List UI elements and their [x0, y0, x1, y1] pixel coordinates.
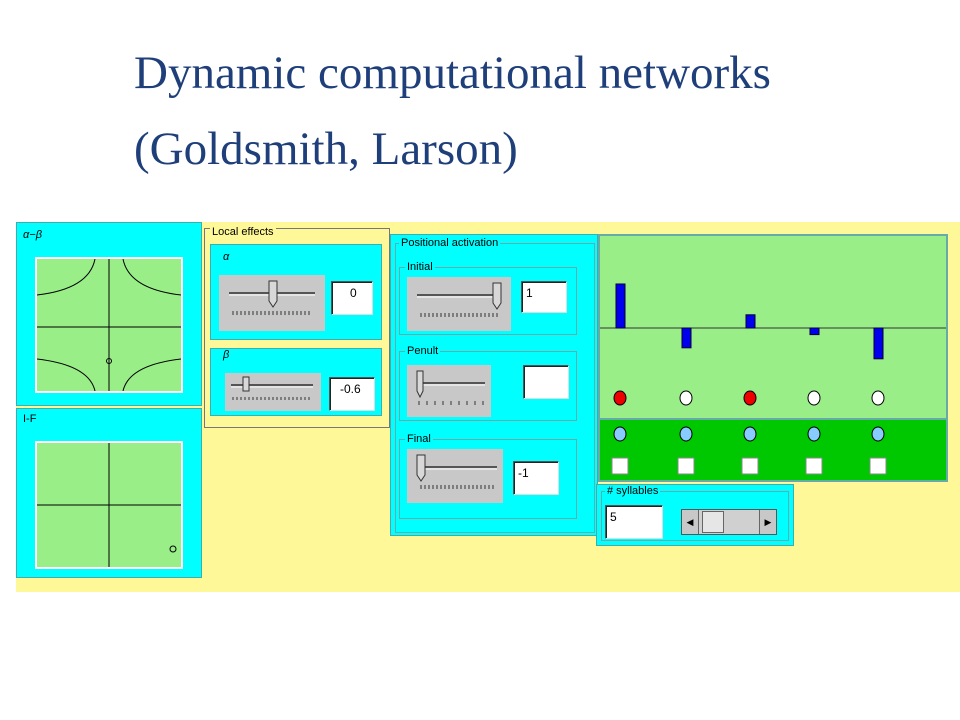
input-output-svg: [611, 426, 887, 475]
if-label: I-F: [21, 413, 39, 426]
penult-label: Penult: [405, 345, 441, 358]
syllable-node-4: [807, 390, 821, 406]
if-panel: I-F: [16, 408, 202, 578]
local-effects-group: [204, 228, 390, 428]
penult-value-field[interactable]: [523, 365, 569, 399]
syllable-node-5: [871, 390, 885, 406]
alpha-slider-thumb: [268, 280, 278, 308]
initial-group: [399, 267, 577, 335]
slide-title-line2: (Goldsmith, Larson): [134, 123, 518, 175]
output-box-3: [741, 457, 759, 475]
final-value-field[interactable]: -1: [513, 461, 559, 495]
alpha-label: α: [221, 251, 232, 264]
input-output-display: [598, 420, 948, 482]
syllable-node-1: [613, 390, 627, 406]
beta-label: β: [221, 349, 232, 362]
syllable-node-2: [679, 390, 693, 406]
penult-slider-thumb: [416, 370, 424, 399]
activation-bar-4: [809, 327, 820, 336]
syllables-value-field[interactable]: 5: [605, 505, 663, 539]
initial-slider[interactable]: [407, 277, 511, 331]
activation-bar-3: [745, 314, 756, 329]
output-box-1: [611, 457, 629, 475]
alpha-beta-plot-svg: [36, 258, 182, 392]
initial-label: Initial: [405, 261, 435, 274]
activation-bar-5: [873, 327, 884, 360]
alpha-value-field[interactable]: 0: [331, 281, 373, 315]
local-effects-label: Local effects: [210, 226, 276, 239]
activation-bars-svg: [600, 283, 946, 406]
input-node-1: [613, 426, 627, 442]
final-slider[interactable]: [407, 449, 503, 503]
positional-activation-panel: Positional activation Initial 1 Penult: [390, 234, 598, 536]
output-box-5: [869, 457, 887, 475]
positional-activation-label: Positional activation: [399, 237, 501, 250]
scroll-left-arrow-icon[interactable]: ◀: [682, 510, 699, 534]
if-plot-svg: [37, 443, 181, 567]
beta-panel: β -0.6: [210, 348, 382, 416]
input-node-4: [807, 426, 821, 442]
alpha-slider[interactable]: [219, 275, 325, 331]
input-node-5: [871, 426, 885, 442]
alpha-beta-plot[interactable]: [35, 257, 183, 393]
if-plot[interactable]: [35, 441, 183, 569]
alpha-beta-panel: α−β: [16, 222, 202, 406]
syllables-label: # syllables: [605, 485, 661, 498]
syllables-scrollbar[interactable]: ◀ ▶: [681, 509, 777, 535]
beta-slider-thumb: [242, 376, 250, 392]
scroll-right-arrow-icon[interactable]: ▶: [759, 510, 776, 534]
final-label: Final: [405, 433, 433, 446]
network-simulator-window: α−β I-F Local effects α: [16, 222, 960, 592]
syllables-panel: # syllables 5 ◀ ▶: [596, 484, 794, 546]
activation-display: [598, 234, 948, 420]
initial-value-field[interactable]: 1: [521, 281, 567, 313]
if-point-marker: [169, 545, 177, 553]
penult-group: [399, 351, 577, 421]
activation-bar-1: [615, 283, 626, 329]
syllable-node-3: [743, 390, 757, 406]
slide-title-line1: Dynamic computational networks: [134, 47, 771, 99]
activation-bar-2: [681, 327, 692, 349]
alpha-panel: α 0: [210, 244, 382, 340]
alpha-beta-point-marker: [106, 358, 112, 364]
output-box-4: [805, 457, 823, 475]
output-box-2: [677, 457, 695, 475]
input-node-2: [679, 426, 693, 442]
alpha-beta-label: α−β: [21, 229, 44, 242]
final-slider-thumb: [416, 454, 426, 482]
final-group: [399, 439, 577, 519]
penult-slider[interactable]: [407, 365, 491, 417]
initial-slider-thumb: [492, 282, 502, 310]
scroll-thumb[interactable]: [702, 511, 724, 533]
beta-value-field[interactable]: -0.6: [329, 377, 375, 411]
beta-slider[interactable]: [225, 373, 321, 411]
input-node-3: [743, 426, 757, 442]
